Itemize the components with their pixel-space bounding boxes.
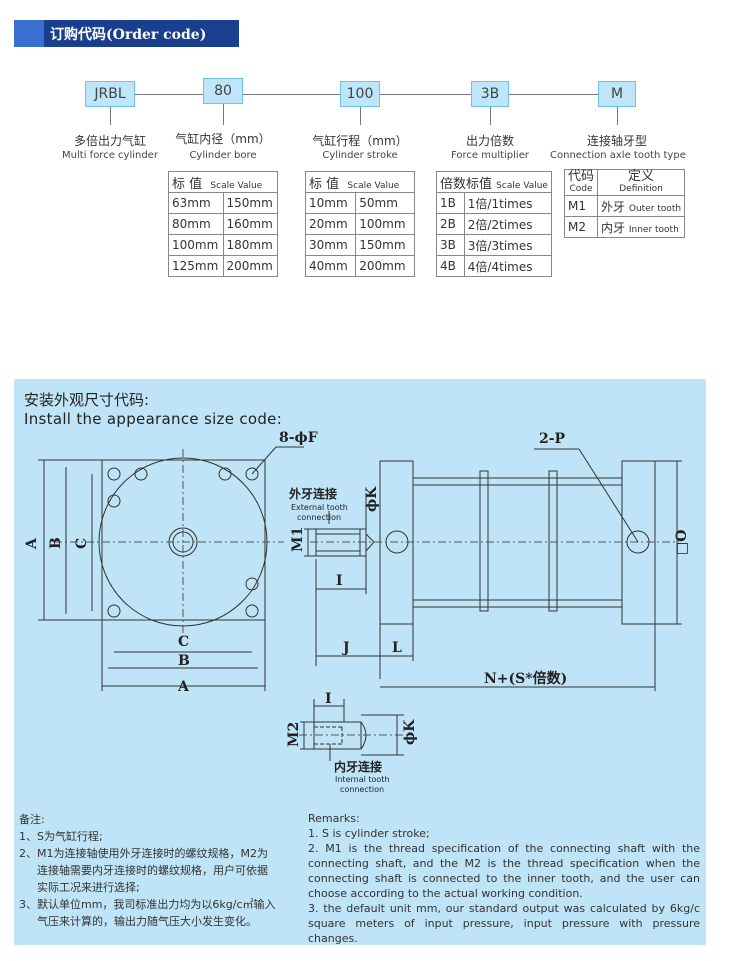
mount-hole bbox=[245, 604, 259, 618]
code-box-stroke: 100 bbox=[340, 81, 380, 107]
code-label-en: Cylinder stroke bbox=[322, 150, 398, 161]
install-dimension-panel: 安装外观尺寸代码: Install the appearance size co… bbox=[14, 379, 706, 945]
note-cn-3-cont: 气压来计算的，输出力随气压大小发生变化。 bbox=[37, 915, 257, 928]
dim-square-O: □O bbox=[674, 530, 690, 555]
code-connector bbox=[110, 107, 111, 125]
mount-hole bbox=[218, 467, 232, 481]
note-en-2: 2. M1 is the thread specification of the… bbox=[308, 842, 700, 900]
dim-B-horizontal: B bbox=[178, 653, 190, 669]
notes-english: Remarks: 1. S is cylinder stroke; 2. M1 … bbox=[308, 811, 700, 946]
code-label-cn: 出力倍数 bbox=[465, 134, 514, 148]
dim-C-vertical: C bbox=[74, 538, 90, 549]
dim-M2: M2 bbox=[286, 722, 302, 747]
internal-tooth-en: Internal tooth bbox=[335, 775, 390, 784]
notes-chinese: 备注: 1、S为气缸行程; 2、M1为连接轴使用外牙连接时的螺纹规格，M2为 连… bbox=[19, 811, 314, 930]
code-box-bore: 80 bbox=[203, 78, 243, 104]
tie-rod-tube bbox=[548, 470, 558, 612]
dim-A-vertical: A bbox=[24, 537, 40, 550]
code-box-tooth: M bbox=[598, 81, 636, 107]
install-title-en: Install the appearance size code: bbox=[24, 410, 283, 428]
code-connector bbox=[617, 107, 618, 125]
code-box-force: 3B bbox=[471, 81, 509, 107]
header-title: 订购代码(Order code) bbox=[50, 27, 207, 43]
mount-hole bbox=[107, 604, 121, 618]
note-en-1: 1. S is cylinder stroke; bbox=[308, 827, 430, 840]
dim-K-detail: ϕK bbox=[402, 719, 418, 745]
notes-title-cn: 备注: bbox=[19, 813, 45, 826]
note-cn-3: 3、默认单位mm，我司标准出力均为以6kg/c㎡输入 bbox=[19, 898, 276, 911]
dim-K-top: ϕK bbox=[364, 486, 380, 512]
header-accent-block bbox=[14, 20, 44, 47]
ports-label: 2-P bbox=[539, 431, 566, 447]
mount-hole bbox=[245, 467, 259, 481]
code-label-en: Connection axle tooth type bbox=[550, 150, 686, 161]
dim-B-vertical: B bbox=[48, 537, 64, 549]
holes-label: 8-ϕF bbox=[279, 430, 318, 446]
code-label-cn: 多倍出力气缸 bbox=[73, 134, 146, 148]
internal-thread-shaft bbox=[313, 721, 362, 750]
dim-J: J bbox=[341, 640, 350, 656]
external-tooth-en: External tooth bbox=[291, 503, 348, 512]
code-box-series: JRBL bbox=[85, 81, 135, 107]
mount-hole bbox=[107, 467, 121, 481]
install-drawing: 8-ϕF A B C C B A I J L N+(S*倍数) 2-P □O ϕ… bbox=[24, 430, 690, 794]
note-cn-1: 1、S为气缸行程; bbox=[19, 830, 103, 843]
code-label-en: Multi force cylinder bbox=[62, 150, 158, 161]
mount-hole bbox=[107, 494, 121, 508]
mount-hole bbox=[134, 467, 148, 481]
dim-C-horizontal: C bbox=[178, 634, 189, 650]
note-cn-2: 2、M1为连接轴使用外牙连接时的螺纹规格，M2为 bbox=[19, 847, 268, 860]
code-label-cn: 气缸行程（mm） bbox=[312, 134, 408, 148]
note-cn-2-cont: 连接轴需要内牙连接时的螺纹规格，用户可依据 bbox=[37, 864, 268, 877]
note-cn-2-cont: 实际工况来进行选择; bbox=[37, 881, 140, 894]
install-title-cn: 安装外观尺寸代码: bbox=[24, 391, 150, 409]
external-tooth-en2: connection bbox=[297, 513, 341, 522]
code-label-en: Cylinder bore bbox=[189, 150, 257, 161]
tie-rod-tube bbox=[479, 470, 489, 612]
dim-N: N+(S*倍数) bbox=[484, 670, 567, 687]
code-connector bbox=[360, 107, 361, 125]
code-connector bbox=[490, 107, 491, 125]
dim-I-detail: I bbox=[325, 691, 332, 707]
external-tooth-cn: 外牙连接 bbox=[289, 486, 337, 501]
dim-L: L bbox=[392, 640, 402, 656]
note-en-3: 3. the default unit mm, our standard out… bbox=[308, 902, 700, 945]
internal-tooth-en2: connection bbox=[340, 785, 384, 794]
mount-hole bbox=[245, 577, 259, 591]
notes-title-en: Remarks: bbox=[308, 812, 360, 825]
order-code-header: 订购代码(Order code) bbox=[14, 20, 239, 47]
internal-tooth-cn: 内牙连接 bbox=[334, 759, 382, 774]
code-label-cn: 连接轴牙型 bbox=[586, 134, 647, 148]
dim-I: I bbox=[336, 573, 343, 589]
dim-A-horizontal: A bbox=[177, 679, 190, 695]
header-band bbox=[14, 20, 239, 47]
code-label-en: Force multiplier bbox=[451, 150, 529, 161]
code-connector bbox=[223, 104, 224, 125]
dim-M1: M1 bbox=[290, 527, 306, 552]
code-label-cn: 气缸内径（mm） bbox=[175, 132, 271, 146]
